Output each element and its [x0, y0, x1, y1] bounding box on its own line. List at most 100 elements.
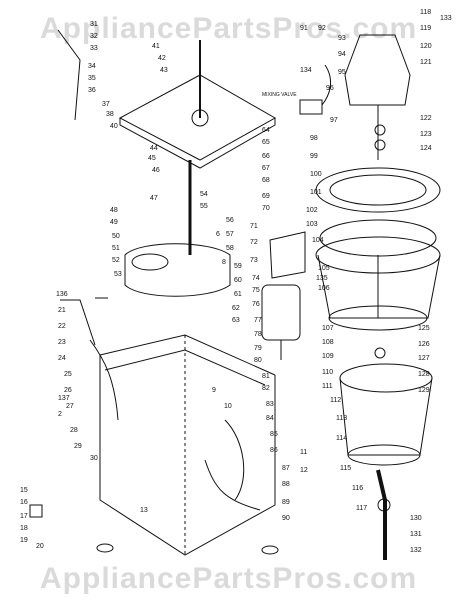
- part-label-98: 98: [310, 135, 318, 142]
- part-label-127: 127: [418, 355, 430, 362]
- part-label-108: 108: [322, 339, 334, 346]
- base-plate: [118, 74, 277, 161]
- part-label-17: 17: [20, 513, 28, 520]
- part-label-113: 113: [336, 415, 347, 422]
- part-label-41: 41: [152, 43, 160, 50]
- part-label-65: 65: [262, 139, 270, 146]
- part-label-75: 75: [252, 287, 260, 294]
- part-label-8: 8: [222, 259, 226, 266]
- part-label-68: 68: [262, 177, 270, 184]
- part-label-28: 28: [70, 427, 78, 434]
- part-label-80: 80: [254, 357, 262, 364]
- mixing-valve: [299, 99, 323, 115]
- part-label-43: 43: [160, 67, 168, 74]
- part-label-24: 24: [58, 355, 66, 362]
- agitator: [344, 34, 411, 106]
- part-label-15: 15: [20, 487, 28, 494]
- part-label-54: 54: [200, 191, 208, 198]
- part-label-79: 79: [254, 345, 262, 352]
- part-label-34: 34: [88, 63, 96, 70]
- part-label-40: 40: [110, 123, 118, 130]
- part-label-23: 23: [58, 339, 66, 346]
- part-label-35: 35: [88, 75, 96, 82]
- part-label-44: 44: [150, 145, 158, 152]
- part-label-88: 88: [282, 481, 290, 488]
- part-label-38: 38: [106, 111, 114, 118]
- left-bracket: [57, 29, 81, 121]
- part-label-83: 83: [266, 401, 274, 408]
- part-label-10: 10: [224, 403, 232, 410]
- part-label-48: 48: [110, 207, 118, 214]
- part-label-135: 135: [316, 275, 328, 282]
- part-label-69: 69: [262, 193, 270, 200]
- wire-harness: [224, 419, 245, 501]
- part-label-47: 47: [150, 195, 158, 202]
- part-label-110: 110: [322, 369, 333, 376]
- part-label-94: 94: [338, 51, 346, 58]
- part-label-27: 27: [66, 403, 74, 410]
- part-label-82: 82: [262, 385, 270, 392]
- part-label-55: 55: [200, 203, 208, 210]
- part-label-67: 67: [262, 165, 270, 172]
- part-label-77: 77: [254, 317, 262, 324]
- part-label-13: 13: [140, 507, 148, 514]
- part-label-86: 86: [270, 447, 278, 454]
- tub-ring: [315, 167, 441, 213]
- outer-tub: [339, 377, 433, 456]
- part-label-37: 37: [102, 101, 110, 108]
- part-label-81: 81: [262, 373, 270, 380]
- part-label-84: 84: [266, 415, 274, 422]
- part-label-102: 102: [306, 207, 318, 214]
- part-label-64: 64: [262, 127, 270, 134]
- part-label-19: 19: [20, 537, 28, 544]
- part-label-122: 122: [420, 115, 432, 122]
- watermark-top: AppliancePartsPros.com: [40, 12, 418, 45]
- part-label-42: 42: [158, 55, 166, 62]
- part-label-18: 18: [20, 525, 28, 532]
- basket: [317, 254, 441, 319]
- part-label-100: 100: [310, 171, 322, 178]
- watermark-bottom: AppliancePartsPros.com: [40, 562, 418, 595]
- part-label-120: 120: [420, 43, 432, 50]
- part-label-104: 104: [312, 237, 324, 244]
- part-label-12: 12: [300, 467, 308, 474]
- part-label-71: 71: [250, 223, 258, 230]
- part-label-11: 11: [300, 449, 307, 456]
- part-label-125: 125: [418, 325, 430, 332]
- part-label-59: 59: [234, 263, 242, 270]
- part-label-111: 111: [322, 383, 333, 390]
- part-label-52: 52: [112, 257, 120, 264]
- part-label-101: 101: [310, 189, 322, 196]
- tub-cover: [319, 219, 437, 257]
- part-label-119: 119: [420, 25, 431, 32]
- part-label-128: 128: [418, 371, 430, 378]
- part-label-97: 97: [330, 117, 338, 124]
- part-label-117: 117: [356, 505, 367, 512]
- part-label-109: 109: [322, 353, 334, 360]
- pump: [269, 231, 306, 279]
- part-label-93: 93: [338, 35, 346, 42]
- pulley: [131, 253, 169, 271]
- part-label-134: 134: [300, 67, 312, 74]
- part-label-73: 73: [250, 257, 258, 264]
- part-label-76: 76: [252, 301, 260, 308]
- part-label-30: 30: [90, 455, 98, 462]
- part-label-58: 58: [226, 245, 234, 252]
- part-label-131: 131: [410, 531, 422, 538]
- part-label-53: 53: [114, 271, 122, 278]
- part-label-57: 57: [226, 231, 234, 238]
- part-label-136: 136: [56, 291, 68, 298]
- part-label-70: 70: [262, 205, 270, 212]
- drawing-lines: [29, 29, 441, 560]
- part-label-22: 22: [58, 323, 66, 330]
- part-label-9: 9: [212, 387, 216, 394]
- leveling-foot: [29, 504, 43, 518]
- part-label-31: 31: [90, 21, 98, 28]
- part-label-74: 74: [252, 275, 260, 282]
- drain-hose: [376, 469, 387, 560]
- part-label-129: 129: [418, 387, 430, 394]
- part-label-115: 115: [340, 465, 351, 472]
- part-label-61: 61: [234, 291, 242, 298]
